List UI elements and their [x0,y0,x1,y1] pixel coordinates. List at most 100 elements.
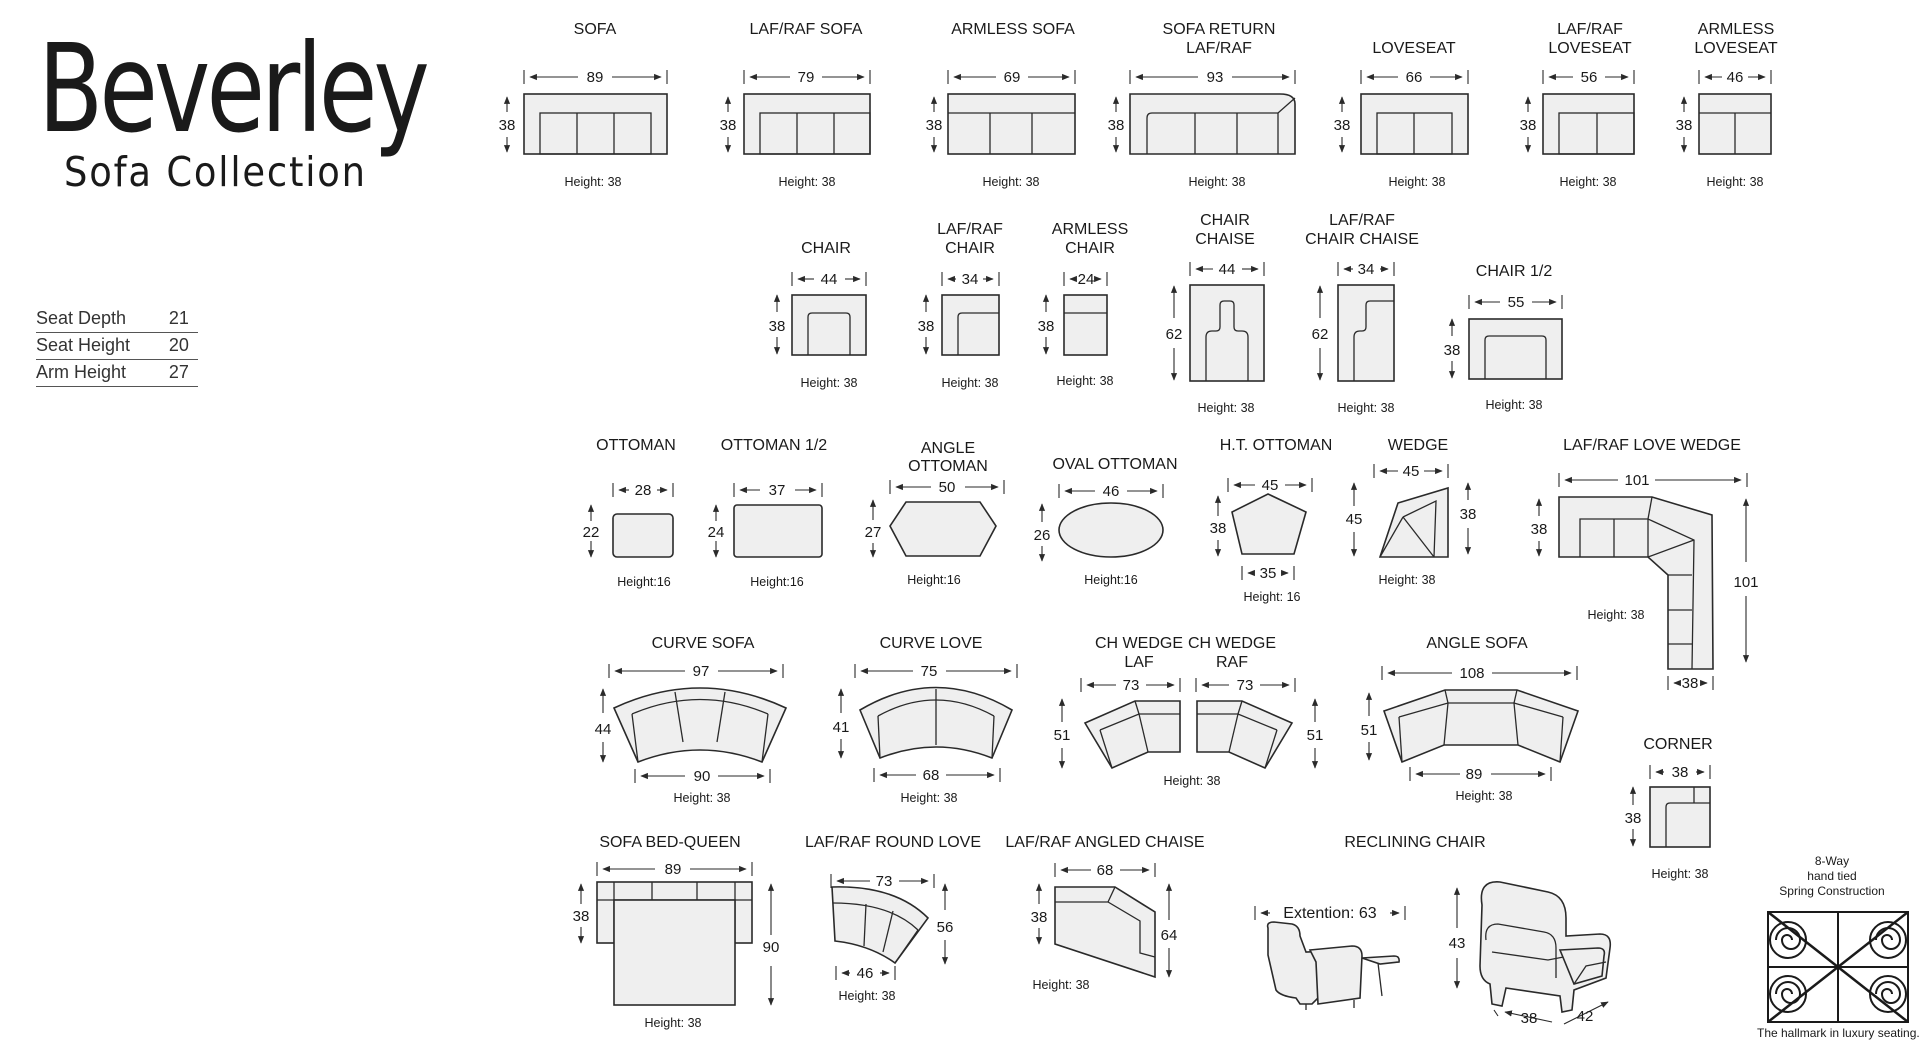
dim-depth: 38 [1108,117,1125,134]
dim-depth: 38 [1210,520,1227,537]
dim-width: 73 [1123,677,1140,694]
dim-height: Height: 38 [1033,978,1090,992]
dim-height: Height: 38 [1652,867,1709,881]
piece-title: LAF/RAF LOVE WEDGE [1563,437,1741,454]
dim-height: Height:16 [750,575,804,589]
dim-depth-right: 38 [1460,506,1477,523]
dim-depth: 62 [1166,326,1183,343]
dim-width: 97 [693,663,710,680]
dim-height: Height: 38 [983,175,1040,189]
piece-title: LAF/RAF [1557,21,1623,38]
dim-depth: 38 [573,908,590,925]
piece-title: SOFA [574,21,617,38]
recliner-side-illustration [1266,921,1400,1010]
spec-value: 27 [162,359,198,387]
spring-footer: The hallmark in luxury seating. [1757,1026,1920,1040]
piece-curve-love: CURVE LOVE 75 41 68 Height: 38 [833,635,1018,805]
dim-depth-long: 64 [1161,927,1178,944]
dim-depth: 38 [1676,117,1693,134]
piece-title: ANGLE [921,440,975,457]
piece-loveseat: LOVESEAT 66 38 Height: 38 [1334,40,1469,189]
piece-laf-raf-loveseat: LAF/RAF LOVESEAT 56 38 Height: 38 [1520,21,1635,189]
dim-width: 24 [1078,271,1095,288]
piece-sofa-return: SOFA RETURN LAF/RAF 93 38 Height: 38 [1108,21,1296,189]
dim-width-bottom: 46 [857,965,874,982]
piece-title: CHAIR [801,240,851,257]
dim-width-bottom: 38 [1682,675,1699,692]
dim-height: Height: 38 [1164,774,1221,788]
dim-width: 38 [1672,764,1689,781]
dim-depth: 38 [720,117,737,134]
dim-height: Height: 38 [779,175,836,189]
dim-width: 28 [635,482,652,499]
piece-title-laf: CH WEDGE [1095,635,1183,652]
piece-angled-chaise: LAF/RAF ANGLED CHAISE 68 38 64 Height: 3… [1005,834,1204,992]
piece-title: ARMLESS [1698,21,1774,38]
piece-corner: CORNER 38 38 Height: 38 [1625,736,1713,881]
dim-depth: 38 [926,117,943,134]
piece-title: LAF/RAF ANGLED CHAISE [1005,834,1204,851]
piece-laf-raf-chair-chaise: LAF/RAF CHAIR CHAISE 34 62 Height: 38 [1305,212,1419,415]
piece-title: H.T. OTTOMAN [1220,437,1333,454]
dim-depth: 44 [595,721,612,738]
spec-label: Seat Height [36,332,163,360]
dim-width-bottom: 89 [1466,766,1483,783]
dim-height: Height: 38 [942,376,999,390]
piece-angle-sofa: ANGLE SOFA 108 51 89 Height: 38 [1361,635,1580,803]
dim-depth: 27 [865,524,882,541]
piece-title: LAF/RAF ROUND LOVE [805,834,981,851]
dim-depth: 41 [833,719,850,736]
dim-width: 101 [1624,472,1649,489]
piece-armless-loveseat: ARMLESS LOVESEAT 46 38 Height: 38 [1676,21,1778,189]
spring-caption-line: Spring Construction [1779,884,1885,898]
dim-height: Height: 38 [839,989,896,1003]
dim-width: 73 [876,873,893,890]
dim-depth: 22 [583,524,600,541]
piece-title: ANGLE SOFA [1426,635,1528,652]
piece-oval-ottoman: OVAL OTTOMAN 46 26 Height:16 [1034,456,1178,587]
dim-height: Height: 38 [1456,789,1513,803]
dim-width: 44 [821,271,838,288]
dim-height: Height: 38 [1198,401,1255,415]
dim-height: Height: 38 [801,376,858,390]
piece-sofa-bed: SOFA BED-QUEEN 89 38 90 Height: 38 [573,834,780,1030]
dim-width-bottom: 68 [923,767,940,784]
dim-width-bottom: 35 [1260,565,1277,582]
dim-width: 75 [921,663,938,680]
dim-height: Height: 38 [565,175,622,189]
dim-depth: 26 [1034,527,1051,544]
dim-width: 68 [1097,862,1114,879]
dim-width: 45 [1403,463,1420,480]
piece-title: WEDGE [1388,437,1448,454]
dim-depth: 38 [918,318,935,335]
dim-height: 43 [1449,935,1466,952]
brand-subtitle: Sofa Collection [64,148,367,196]
dim-height: Height: 38 [1486,398,1543,412]
piece-title: ARMLESS SOFA [951,21,1075,38]
dim-width: 46 [1103,483,1120,500]
dim-height: Height: 38 [1389,175,1446,189]
dim-depth: 24 [708,524,725,541]
piece-laf-raf-sofa: LAF/RAF SOFA 79 38 Height: 38 [720,21,871,189]
dim-width: 50 [939,479,956,496]
dim-height: Height:16 [617,575,671,589]
piece-title: CHAISE [1195,231,1255,248]
dim-depth: 38 [1531,521,1548,538]
piece-title: RECLINING CHAIR [1344,834,1485,851]
dim-width: 46 [1727,69,1744,86]
dim-height: Height: 38 [1189,175,1246,189]
piece-round-love: LAF/RAF ROUND LOVE 73 56 46 Height: 38 [805,834,981,1003]
spring-construction-icon [1767,911,1909,1023]
dim-depth: 38 [1444,342,1461,359]
piece-title: CHAIR [1200,212,1250,229]
dim-height: Height: 38 [674,791,731,805]
dim-height: Height:16 [1084,573,1138,587]
piece-chair: CHAIR 44 38 Height: 38 [769,240,867,390]
dim-height: Height: 38 [1588,608,1645,622]
spec-value: 20 [162,332,198,360]
dim-width-bottom: 90 [694,768,711,785]
piece-love-wedge: LAF/RAF LOVE WEDGE 101 38 101 38 Height:… [1531,437,1759,692]
